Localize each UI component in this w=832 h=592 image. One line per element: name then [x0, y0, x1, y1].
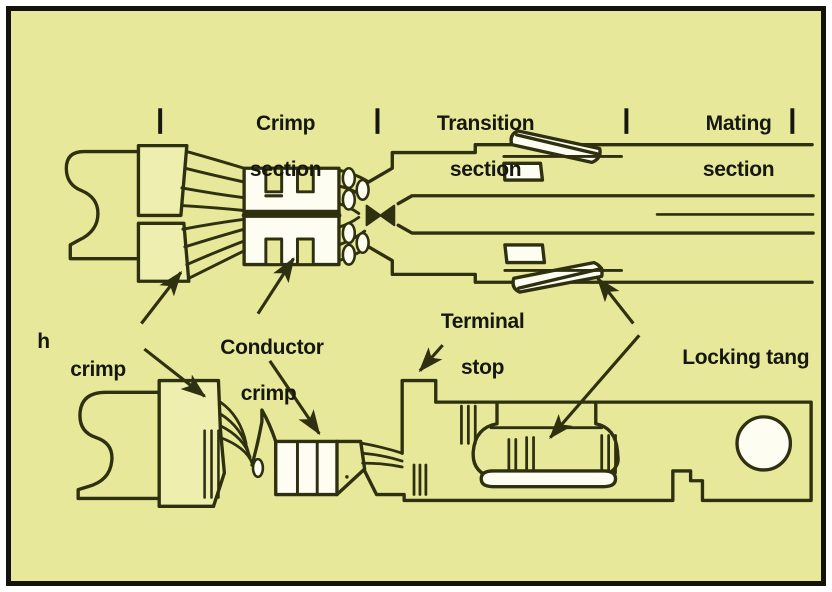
conductor-crimp-barrel	[242, 166, 341, 267]
conductor-crimp-barrel-seams	[295, 439, 319, 496]
body-hatch-left	[460, 404, 477, 445]
callout-insulation-crimp-clipped-text: h	[37, 330, 50, 353]
section-tick-marks	[158, 108, 795, 134]
bottom-view-terminal	[76, 378, 813, 508]
terminal-diagram-drawing	[64, 108, 815, 508]
conductor-transition-curve-side	[250, 408, 278, 471]
insulation-crimp-hatch	[203, 429, 220, 499]
body-hatch-right-of-tang	[600, 434, 617, 475]
insulation-crimp-wing-upper	[136, 143, 189, 218]
callout-terminal-stop-line1: Terminal	[440, 310, 525, 333]
callout-insulation-crimp-text: crimp	[70, 358, 126, 381]
leader-insulation-crimp-top	[140, 270, 183, 325]
section-heading-transition-line2: section	[449, 158, 522, 181]
insulation-crimp-wing-lower	[136, 221, 191, 283]
leader-locking-tang-bottom	[549, 334, 641, 439]
locking-tang-side-hatch	[507, 436, 535, 473]
section-heading-crimp: Crimp section	[209, 89, 329, 204]
callout-conductor-crimp-line1: Conductor	[220, 336, 324, 359]
body-hatch-lower-left	[412, 463, 428, 496]
section-heading-mating: Mating section	[657, 89, 787, 204]
top-view-terminal	[64, 129, 815, 294]
insulation-crimp-block-side	[157, 378, 227, 508]
conductor-crimp-serrations	[264, 166, 315, 267]
bowtie-detail	[365, 204, 396, 227]
callout-locking-tang-text: Locking tang	[682, 346, 810, 369]
section-heading-mating-line2: section	[702, 158, 775, 181]
callout-conductor-crimp: Conductor crimp	[187, 313, 324, 428]
section-heading-mating-line1: Mating	[705, 112, 772, 135]
strand-end-marker	[251, 457, 265, 479]
section-heading-transition-line1: Transition	[436, 112, 535, 135]
locking-tang-bottom	[503, 243, 604, 294]
diagram-frame: Crimp section Transition section Mating …	[6, 6, 826, 586]
callout-insulation-crimp-line2: crimp	[37, 335, 127, 404]
mating-blade-upper	[396, 194, 815, 206]
locking-tang-side-outline	[471, 400, 620, 481]
locking-tang-contact-bar	[479, 469, 618, 489]
leader-conductor-crimp-bottom	[268, 359, 321, 436]
callout-terminal-stop: Terminal stop	[406, 287, 526, 402]
leader-locking-tang-top	[596, 276, 635, 325]
conductor-strands-side	[219, 400, 254, 465]
leader-terminal-stop	[418, 344, 444, 373]
callout-terminal-stop-line2: stop	[461, 356, 505, 379]
conductor-crimp-barrel-side	[274, 439, 339, 497]
section-heading-transition: Transition section	[399, 89, 539, 204]
wire-insulation-outline-side	[76, 390, 161, 501]
callout-locking-tang: Locking tang	[649, 323, 809, 392]
callout-leaders	[140, 257, 641, 439]
callout-conductor-crimp-line2: crimp	[240, 382, 297, 405]
leader-conductor-crimp-top	[256, 257, 295, 315]
section-heading-crimp-line2: section	[249, 158, 322, 181]
mating-hole	[735, 415, 793, 472]
crimp-barrel-to-transition-side	[335, 439, 367, 497]
strand-cross-sections	[341, 166, 370, 266]
conductor-strands-side-right	[361, 442, 404, 469]
leader-insulation-crimp-bottom	[143, 347, 207, 398]
wire-strands	[180, 150, 246, 280]
terminal-body-outline-side	[362, 400, 813, 503]
callout-insulation-crimp-line1: h	[11, 307, 50, 376]
mating-blade-lower	[396, 223, 815, 235]
section-heading-crimp-line1: Crimp	[256, 112, 316, 135]
locking-tang-top	[502, 129, 602, 182]
terminal-stop-tab	[400, 378, 477, 455]
wire-insulation-outline	[64, 149, 141, 261]
